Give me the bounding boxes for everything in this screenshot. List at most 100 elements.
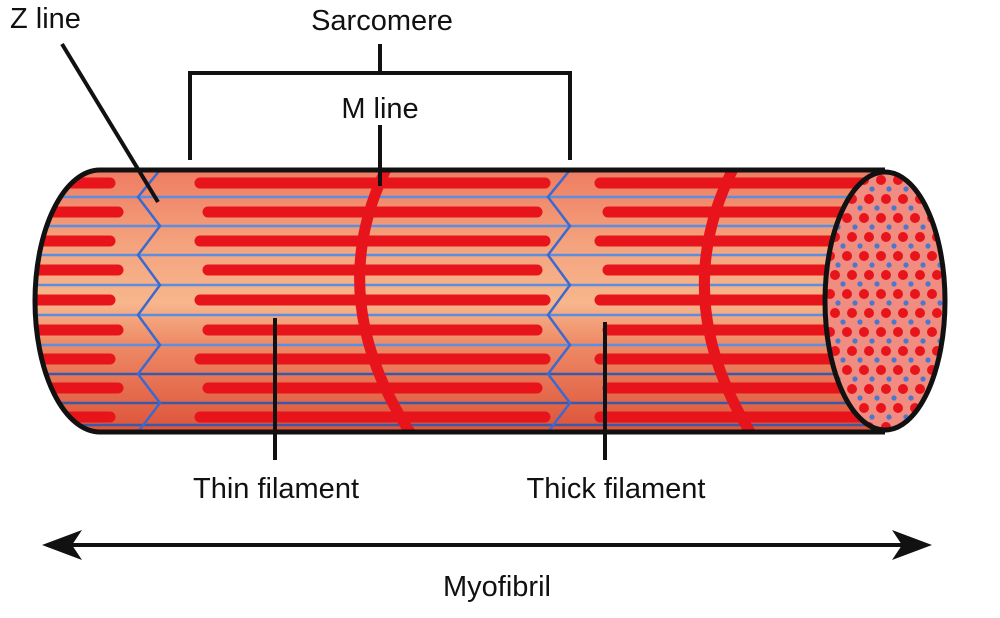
thick-filament-dot (915, 346, 925, 356)
thick-filament-dot (893, 289, 903, 299)
thin-filament-dot (959, 357, 964, 362)
m-line-label: M line (341, 93, 418, 125)
thin-filament-dot (903, 186, 909, 192)
thin-filament-dot (954, 376, 959, 381)
thick-filament-dot (893, 327, 903, 337)
myofibril-outline (32, 167, 885, 435)
thick-filament-dot (910, 251, 920, 261)
thin-filament-dot (925, 243, 931, 249)
thick-filament-label: Thick filament (527, 473, 706, 505)
thin-filament-dot (954, 414, 959, 419)
thick-filament-dot (949, 194, 959, 204)
thin-filament-dot (891, 243, 897, 249)
thick-filament-dot (859, 365, 869, 375)
thin-filament-dot (835, 300, 841, 306)
thin-filament-dot (886, 262, 892, 268)
thin-filament-dot (908, 243, 914, 249)
thick-filament-dot (927, 251, 937, 261)
thin-filament-dot (886, 338, 892, 344)
cross-section (822, 169, 964, 438)
thick-filament-dot (830, 308, 840, 318)
thin-filament-dot (857, 357, 863, 363)
myofibril-body (35, 170, 885, 432)
thin-filament-dot (937, 186, 943, 192)
thin-filament-dot (869, 224, 875, 230)
thick-filament-dot (927, 327, 937, 337)
thick-filament-dot (893, 251, 903, 261)
thick-filament-dot (864, 346, 874, 356)
thin-filament-dot (840, 281, 846, 287)
thin-filament-dot (908, 205, 914, 211)
thin-filament-dot (840, 243, 846, 249)
thick-filament-dot (881, 346, 891, 356)
thin-filament-dot (908, 357, 914, 363)
thin-filament-dot (925, 357, 931, 363)
thin-filament-dot (891, 433, 896, 438)
thick-filament-dot (864, 270, 874, 280)
thin-filament-dot (869, 414, 875, 420)
z-line-label: Z line (10, 3, 81, 35)
m-line-1 (354, 170, 420, 432)
thick-filament-dot (932, 194, 942, 204)
thick-filament-dot (859, 213, 869, 223)
thin-filament-label: Thin filament (193, 473, 359, 505)
thin-filament-dot (869, 186, 875, 192)
thin-filament-dot (891, 205, 897, 211)
thick-filament-dot (915, 422, 925, 430)
thick-filament-dot (915, 308, 925, 318)
thick-filament-dot (847, 270, 857, 280)
thick-filament-dot (864, 384, 874, 394)
thick-filament-dot (944, 251, 945, 261)
thin-filament-dot (852, 300, 858, 306)
thick-filament-dot (927, 289, 937, 299)
thin-filament-dot (925, 281, 931, 287)
thick-filament-dot (915, 384, 925, 394)
thick-filament-dot (830, 270, 840, 280)
thin-filament-dot (954, 338, 959, 343)
thin-filament-dot (942, 395, 945, 401)
thin-filament-dot (886, 300, 892, 306)
thick-filament-dot (881, 308, 891, 318)
sarcomere-label: Sarcomere (311, 5, 453, 37)
thin-filament-dot (886, 224, 892, 230)
thick-filament-dot (842, 213, 852, 223)
thin-filament-dot (920, 300, 926, 306)
thick-filament-dot (898, 270, 908, 280)
thick-filament-dot (876, 213, 886, 223)
thin-filament-dot (920, 376, 926, 382)
thin-filament-dot (874, 281, 880, 287)
thin-filament-dot (937, 376, 943, 382)
z-line (136, 170, 162, 432)
thin-filament-dot (959, 395, 964, 400)
arrow-left-head-icon (42, 530, 82, 560)
thick-filament-dot (881, 270, 891, 280)
thin-filament-dot (920, 186, 926, 192)
thin-filament-dot (886, 376, 892, 382)
thin-filament-dot (857, 243, 863, 249)
thin-filament-dot (852, 338, 858, 344)
thin-filament-dot (954, 300, 959, 305)
thick-filament-dot (876, 365, 886, 375)
thick-filament-dot (847, 384, 857, 394)
thick-filament-dot (944, 175, 945, 185)
thick-filament-dot (847, 308, 857, 318)
thin-filament-dot (903, 300, 909, 306)
thin-filament-dot (840, 357, 846, 363)
thin-filament-dot (908, 395, 914, 401)
thin-filament-dot (869, 338, 875, 344)
thin-filament-dot (891, 319, 897, 325)
thin-filament-dot (954, 224, 959, 229)
thin-filament-dot (874, 205, 880, 211)
thick-filament-dot (881, 384, 891, 394)
thick-filament-dot (847, 346, 857, 356)
thick-filament-dot (876, 175, 886, 185)
thick-filament-dot (864, 308, 874, 318)
thin-filament-dot (903, 376, 909, 382)
thin-filament-dot (835, 338, 841, 344)
thick-filament-dot (893, 213, 903, 223)
thick-filament-dot (898, 308, 908, 318)
thick-filament-dot (864, 232, 874, 242)
z-line (546, 170, 572, 432)
thick-filament-dot (893, 365, 903, 375)
thin-filament-dot (954, 186, 959, 191)
